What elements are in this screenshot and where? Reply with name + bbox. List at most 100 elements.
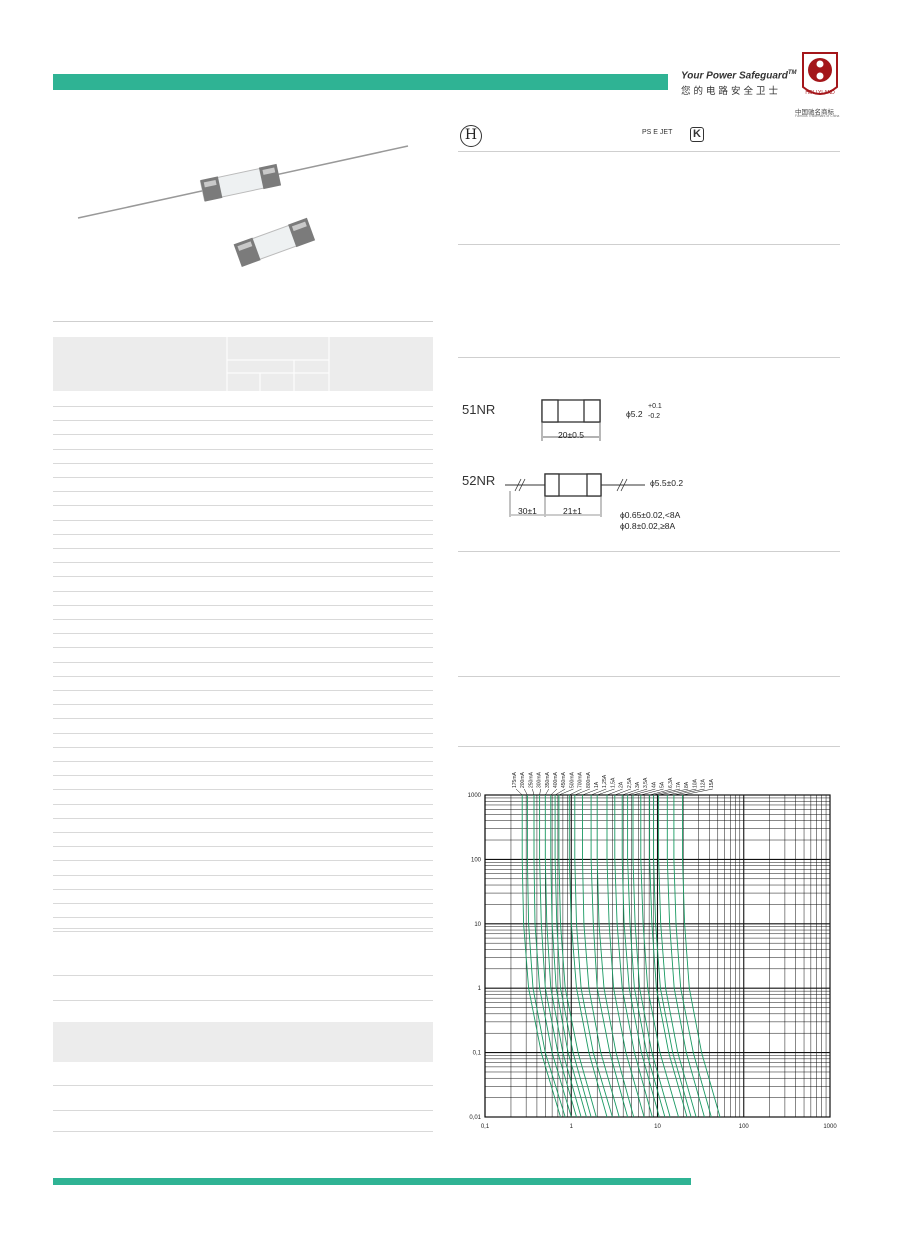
model-51nr-label: 51NR [462,402,496,417]
table-row-rule [53,846,433,848]
series-label: 250mA [528,771,534,788]
table-row-rule [53,775,433,777]
table-row-rule [53,406,433,407]
dim-52-wire-large: ϕ0.8±0.02,≥8A [620,521,676,531]
series-label: 700mA [578,771,584,788]
logo-caption-en: Famous Trademark of China [795,114,840,118]
x-tick-label: 0,1 [481,1124,490,1130]
section-rule-4 [458,551,840,552]
table-row-rule [53,874,433,876]
series-label: 15A [709,778,715,788]
table-top-rule [53,321,433,322]
table-row-rule [53,917,433,919]
series-leader-line [649,788,672,796]
series-leader-line [523,788,528,796]
table-row-rule [53,888,433,890]
series-leader-line [632,788,656,796]
series-leader-line [658,788,689,796]
table-row-rule [53,704,433,706]
table-row-rule [53,903,433,904]
brand-slogan: Your Power SafeguardTM [681,70,797,82]
y-tick-label: 0,1 [473,1051,482,1057]
y-tick-label: 10 [474,922,481,928]
series-label: 10A [692,778,698,788]
y-tick-label: 1000 [468,793,482,799]
dim-51-tol-plus: +0.1 [648,403,662,410]
chart-series-line [533,795,572,1118]
table-row-rule [53,761,433,762]
series-label: 4A [651,781,657,788]
dim-52-diameter: ϕ5.5±0.2 [650,478,684,488]
table-row-rule [53,576,433,578]
series-label: 3A [635,781,641,788]
brand-slogan-cn: 您的电路安全卫士 [681,86,782,97]
series-leader-line [558,788,574,796]
table-row-rule [53,931,433,933]
table-row-rule [53,860,433,862]
table-row-rule [53,928,433,929]
pse-cert-icon: PS E JET [642,129,673,136]
table-row-rule [53,1110,433,1111]
model-52nr-drawing [505,465,650,530]
series-leader-line [673,788,705,796]
dim-51-tol-minus: -0.2 [648,413,661,420]
lower-table-header [53,1022,433,1062]
table-row-rule [53,661,433,663]
dim-52-wire-small: ϕ0.65±0.02,<8A [620,510,681,520]
series-leader-line [653,788,681,796]
series-leader-line [682,788,713,796]
series-label: 12A [701,778,707,788]
table-row-rule [53,519,433,521]
chart-series-line [653,795,692,1118]
table-row-rule [53,732,433,734]
series-leader-line [532,788,535,796]
series-label: 1,5A [610,777,616,788]
h-cert-icon: H [460,125,482,147]
table-header [53,337,433,391]
table-row-rule [53,590,433,592]
series-label: 450mA [561,771,567,788]
table-row-rule [53,718,433,720]
series-leader-line [539,788,541,796]
chart-series-line [632,795,671,1118]
x-tick-label: 1 [570,1124,574,1130]
table-row-rule [53,975,433,976]
series-leader-line [569,788,582,796]
table-row-rule [53,491,433,493]
chart-series-line [590,795,629,1118]
series-leader-line [582,788,599,796]
dim-52-lead: 30±1 [518,506,537,516]
series-label: 400mA [553,771,559,788]
series-label: 200mA [520,771,526,788]
section-rule-5 [458,676,840,677]
series-label: 3,5A [643,777,649,788]
series-label: 300mA [537,771,543,788]
kc-cert-icon: K [690,127,704,142]
series-leader-line [574,788,590,796]
table-row-rule [53,604,433,606]
table-row-rule [53,420,433,422]
series-leader-line [550,788,558,796]
chart-series-line [606,795,645,1118]
series-leader-line [614,788,631,796]
series-label: 1,25A [602,774,608,788]
chart-series-line [627,795,666,1118]
hollyland-logo: HOLLYLAND [799,51,841,103]
chart-series-line [582,795,620,1118]
table-row-rule [53,548,433,549]
table-row-rule [53,562,433,564]
series-label: 500mA [569,771,575,788]
chart-series-line [521,795,561,1118]
x-tick-label: 100 [739,1124,750,1130]
table-row-rule [53,675,433,677]
chart-series-line [673,795,712,1118]
section-rule-1 [458,151,840,152]
dim-51-length: 20±0.5 [558,430,584,440]
table-row-rule [53,619,433,620]
table-row-rule [53,533,433,535]
table-row-rule [53,817,433,819]
series-label: 175mA [512,771,518,788]
series-leader-line [515,788,523,796]
section-rule-3 [458,357,840,358]
table-row-rule [53,832,433,833]
